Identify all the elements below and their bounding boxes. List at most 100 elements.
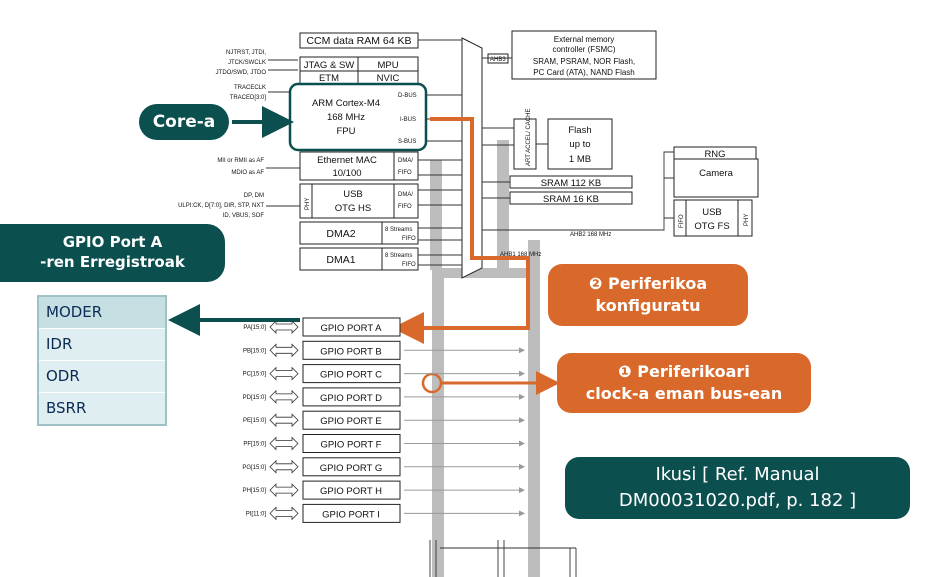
- gpio-pin-label: PE[15:0]: [243, 418, 266, 424]
- gpio-port-label: GPIO PORT G: [320, 463, 382, 474]
- eth-dma-fifo: [393, 151, 419, 181]
- register-row: MODER: [39, 297, 165, 328]
- clock-line1: ❶ Periferikoari: [618, 362, 750, 381]
- ref-line1: Ikusi [ Ref. Manual: [655, 464, 820, 485]
- usb-hs-line1: USB: [343, 189, 363, 200]
- pin-njtrst: NJTRST, JTDI,: [226, 50, 266, 56]
- flash-block: [547, 118, 613, 170]
- gpio-pin-arrow: [269, 506, 299, 521]
- fsmc-line3: SRAM, PSRAM, NOR Flash,: [533, 57, 635, 66]
- ibus-label: I-BUS: [400, 117, 416, 123]
- dma2-streams-a: 8 Streams: [385, 227, 412, 233]
- usb-fs-fifo-label: FIFO: [679, 214, 685, 228]
- ahb3-label: AHB3: [490, 57, 506, 63]
- register-table: MODER IDR ODR BSRR: [37, 295, 167, 426]
- fsmc-line1: External memory: [554, 35, 614, 44]
- ahb1-bus-left: [432, 270, 444, 577]
- pin-traceclk: TRACECLK: [234, 85, 266, 91]
- sbus-label: S-BUS: [398, 139, 416, 145]
- dma1-streams-b: FIFO: [402, 262, 416, 268]
- gpio-pin-arrow: [269, 413, 299, 428]
- art-label: ART ACCEL/ CACHE: [526, 109, 532, 166]
- gpio-pin-label: PI[11:0]: [246, 511, 267, 517]
- gpio-pin-arrow: [269, 366, 299, 381]
- fsmc-line4: PC Card (ATA), NAND Flash: [533, 68, 635, 77]
- gpio-pin-arrow: [269, 436, 299, 451]
- eth-fifo: FIFO: [398, 170, 412, 176]
- gpio-ports: PA[15:0]GPIO PORT APB[15:0]GPIO PORT BPC…: [242, 317, 525, 523]
- usb-dma: DMA/: [398, 192, 413, 198]
- dma1-streams-a: 8 Streams: [385, 253, 412, 259]
- eth-line1: Ethernet MAC: [317, 155, 377, 166]
- gpio-port-block: [302, 457, 401, 477]
- ccm-block: [299, 32, 419, 49]
- config-line2: konfiguratu: [595, 296, 701, 315]
- gpio-port-label: GPIO PORT D: [320, 393, 382, 404]
- usb-dma-fifo: [393, 183, 419, 219]
- dma2-streams-b: FIFO: [402, 236, 416, 242]
- rng-label: RNG: [704, 149, 725, 160]
- gpio-pin-label: PH[15:0]: [243, 488, 267, 494]
- sram16-label: SRAM 16 KB: [543, 194, 599, 205]
- etm-label: ETM: [319, 73, 339, 84]
- config-line1: ❷ Periferikoa: [588, 274, 708, 293]
- pin-jtdo: JTDO/SWD, JTDO: [216, 70, 267, 76]
- eth-dma: DMA/: [398, 158, 413, 164]
- fsmc-block: [511, 30, 657, 80]
- register-row: BSRR: [39, 392, 165, 424]
- ahb1-bus-bar: [432, 268, 540, 278]
- dma2-streams: [381, 221, 419, 245]
- usb-fs-phy: [737, 199, 753, 237]
- pin-ulpi: ULPI:CK, D[7:0], DIR, STP, NXT: [178, 203, 264, 209]
- gpio-pin-arrow: [269, 389, 299, 404]
- jtag-label: JTAG & SW: [304, 60, 355, 71]
- cpu-freq: 168 MHz: [327, 112, 365, 123]
- gpio-title-line1: GPIO Port A: [62, 233, 163, 251]
- eth-line2: 10/100: [332, 168, 361, 179]
- ahb2-label: AHB2 168 MHz: [570, 232, 611, 238]
- gpio-port-label: GPIO PORT I: [322, 509, 380, 520]
- gpio-title-line2: -ren Erregistroak: [40, 253, 185, 271]
- clock-line2: clock-a eman bus-ean: [585, 384, 783, 403]
- flash-line2: up to: [569, 139, 590, 150]
- register-row: ODR: [39, 360, 165, 392]
- ahb1-bus-right: [528, 240, 540, 577]
- gpio-port-label: GPIO PORT A: [321, 323, 383, 334]
- pin-id: ID, VBUS, SOF: [223, 213, 265, 219]
- config-path: [392, 117, 530, 344]
- camera-label: Camera: [699, 168, 734, 179]
- gpio-port-block: [302, 387, 401, 407]
- usb-hs-block: [311, 183, 395, 219]
- pin-jtck: JTCK/SWCLK: [228, 60, 266, 66]
- camera-block: [673, 158, 759, 198]
- gpio-port-label: GPIO PORT F: [321, 440, 382, 451]
- gpio-port-block: [302, 317, 401, 337]
- usb-hs-phy-label: PHY: [305, 198, 311, 210]
- gpio-port-label: GPIO PORT B: [320, 346, 381, 357]
- gpio-pin-label: PA[15:0]: [243, 325, 266, 331]
- dma1-streams: [381, 247, 419, 271]
- nvic-label: NVIC: [377, 73, 400, 84]
- mpu-label: MPU: [377, 60, 398, 71]
- gpio-pin-label: PF[15:0]: [243, 442, 266, 448]
- enable-clock-callout: ❶ Periferikoari clock-a eman bus-ean: [557, 353, 811, 413]
- ahb1-label: AHB1 168 MHz: [500, 252, 541, 258]
- usb-fs-line1: USB: [702, 207, 722, 218]
- gpio-port-block: [302, 410, 401, 430]
- fsmc-line2: controller (FSMC): [552, 45, 615, 54]
- usb-fifo: FIFO: [398, 204, 412, 210]
- usb-fs-line2: OTG FS: [694, 221, 729, 232]
- cpu-fpu: FPU: [337, 126, 356, 137]
- flash-line1: Flash: [568, 125, 591, 136]
- gpio-port-block: [302, 503, 401, 523]
- dma-bus-gray: [430, 160, 442, 270]
- gpio-port-block: [302, 340, 401, 360]
- gpio-pin-label: PD[15:0]: [243, 395, 267, 401]
- dma2-label: DMA2: [326, 228, 355, 240]
- bus-matrix-gray: [497, 140, 509, 270]
- usb-fs-phy-label: PHY: [744, 214, 750, 226]
- configure-peripheral-callout: ❷ Periferikoa konfiguratu: [548, 264, 748, 326]
- gpio-pin-arrow: [269, 343, 299, 358]
- core-callout: Core-a: [139, 104, 229, 140]
